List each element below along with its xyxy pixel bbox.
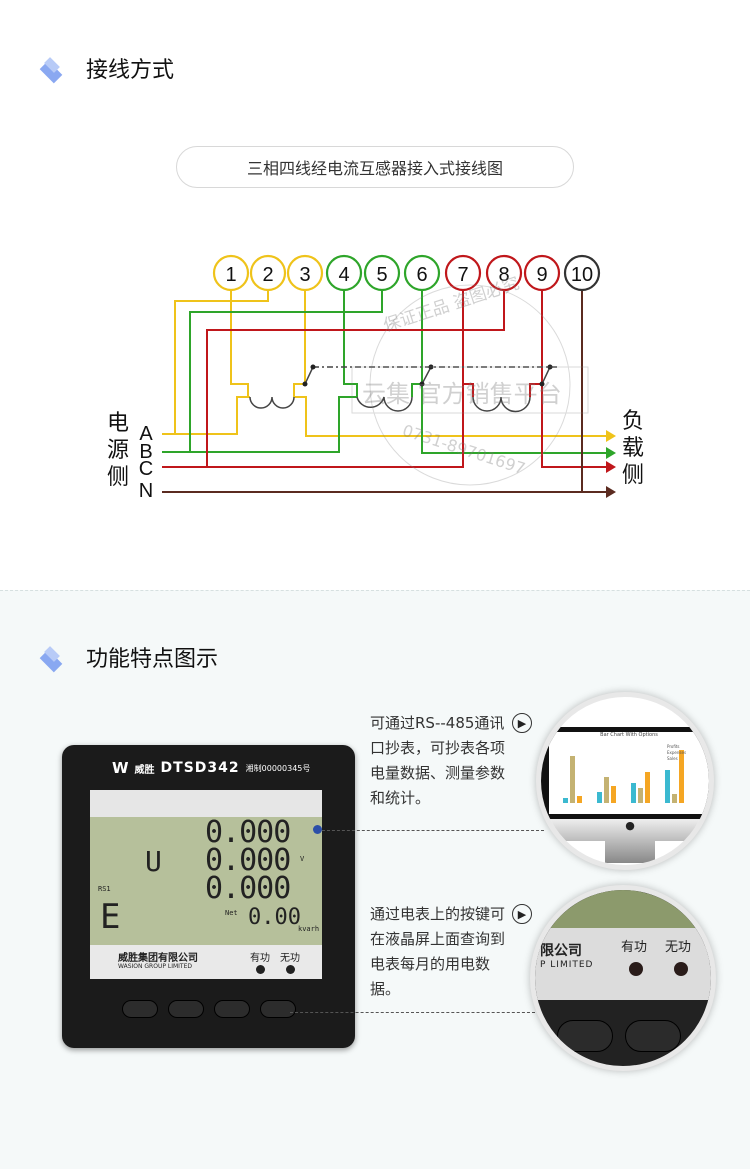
chart-title: Bar Chart With Options [600,732,658,738]
phase-b-wires [162,290,606,454]
terminal-1: 1 [225,264,236,286]
company-name: 威胜集团有限公司 [118,953,198,964]
led-label-active: 有功 [621,940,648,955]
led-reactive [674,962,688,976]
led-active [629,962,643,976]
lcd-rs: RS1 [98,885,111,893]
layers-icon [34,54,70,82]
apple-logo-icon: ● [541,819,709,841]
section-header-wiring: 接线方式 [34,52,174,84]
button-up[interactable] [122,1000,158,1018]
current-transformers [249,366,558,413]
company-name: 限公司 [540,943,582,959]
led-label-active: 有功 [250,953,270,964]
lcd-row: 0.000 [205,815,291,850]
buttons-zoom-circle: 限公司 P LIMITED 有功 无功 [530,885,716,1071]
brand: 威胜 [134,764,155,776]
terminal-10: 10 [571,264,593,286]
brand-logo: W [112,759,129,777]
terminal-9: 9 [536,264,547,286]
cert: 湘制00000345号 [245,763,311,773]
chevron-right-icon: ▶ [512,904,532,924]
lcd-u: U [145,845,162,878]
section-header-features: 功能特点图示 [34,641,218,673]
lcd-e: E [100,897,121,937]
model: DTSD342 [160,760,240,776]
led-active [256,965,265,974]
load-label-3: 侧 [622,462,644,487]
phase-a-label: A [139,423,153,445]
bars [563,750,684,803]
section-title: 功能特点图示 [86,647,219,672]
led-reactive [286,965,295,974]
phase-b-label: B [139,441,152,463]
button-enter[interactable] [260,1000,296,1018]
legend-item: Sales [667,756,678,761]
layers-icon [34,643,70,671]
source-label-2: 源 [107,437,129,462]
load-label-1: 负 [622,408,644,433]
monitor-chart: Profits Expenses Sales [563,744,686,803]
terminal-4: 4 [338,264,349,286]
lcd-unit: kvarh [298,925,320,933]
legend-item: Profits [667,744,680,749]
terminal-5: 5 [376,264,387,286]
watermark [351,284,589,486]
legend-item: Expenses [667,750,686,755]
section-title: 接线方式 [86,58,175,83]
lcd-row: 0.000 [205,843,291,878]
terminal-6: 6 [416,264,427,286]
phase-c-label: C [139,458,153,480]
button-down[interactable] [168,1000,204,1018]
callout-dot [313,825,322,834]
arrowheads [606,430,616,498]
terminal-3: 3 [299,264,310,286]
callout-line [322,830,544,831]
company-en: WASION GROUP LIMITED [118,963,192,970]
chevron-right-icon: ▶ [512,713,532,733]
lcd-unit: V [300,855,305,863]
callout-line [290,1012,535,1013]
lcd-net: Net [225,909,238,917]
feature-description-1: 可通过RS--485通讯口抄表，可抄表各项电量数据、测量参数和统计。 [370,714,506,807]
monitor-zoom-circle: Bar Chart With Options Profits Expenses … [536,692,714,870]
phase-a-wires [162,290,606,437]
feature-description-2: 通过电表上的按键可在液晶屏上面查询到电表每月的用电数据。 [370,905,506,998]
button-back[interactable] [214,1000,250,1018]
source-label-1: 电 [107,410,129,435]
meter-image: W 威胜 DTSD342 湘制00000345号 U E RS1 0.000 0… [62,745,355,1048]
neutral-wire [162,290,606,493]
terminal-7: 7 [457,264,468,286]
button-back[interactable] [557,1020,613,1052]
wiring-diagram: 1 2 3 4 5 6 7 8 9 10 A B C N 电 源 侧 负 载 侧 [107,254,644,502]
source-label-3: 侧 [107,464,129,489]
lcd-row: 0.00 [248,905,301,930]
phase-c-wires [162,290,606,468]
terminal-8: 8 [498,264,509,286]
button-enter[interactable] [625,1020,681,1052]
lcd-screen: U E RS1 0.000 0.000 0.000 0.00 V kvarh N… [90,815,322,945]
terminal-2: 2 [262,264,273,286]
lcd-row: 0.000 [205,871,291,906]
diagram-title-pill: 三相四线经电流互感器接入式接线图 [176,146,574,188]
led-label-reactive: 无功 [280,953,300,964]
led-label-reactive: 无功 [665,940,692,955]
phase-n-label: N [139,480,153,502]
company-en: P LIMITED [540,960,594,970]
load-label-2: 载 [622,435,644,460]
